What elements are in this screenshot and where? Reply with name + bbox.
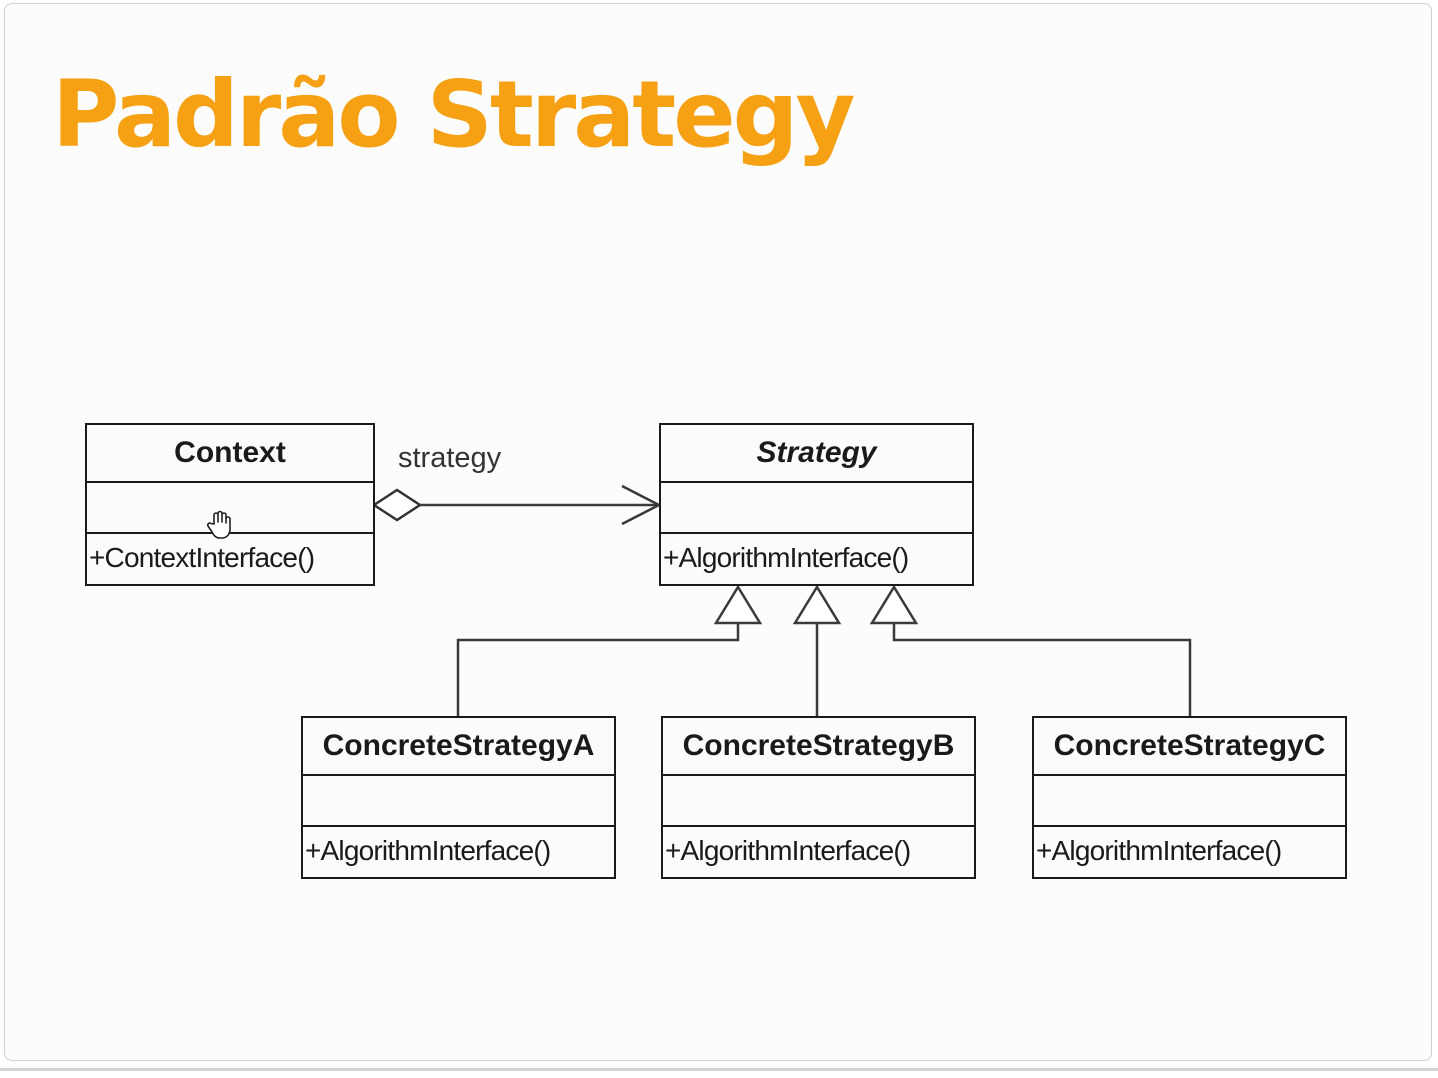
- class-name: ConcreteStrategyB: [663, 718, 974, 776]
- class-attributes: [663, 776, 974, 827]
- class-attributes: [303, 776, 614, 827]
- slide-title: Padrão Strategy: [52, 61, 855, 168]
- bottom-divider: [0, 1068, 1438, 1071]
- inheritance-line-c: [892, 623, 1192, 717]
- inheritance-triangle-a: [713, 584, 763, 625]
- class-attributes: [1034, 776, 1345, 827]
- class-name: Strategy: [661, 425, 972, 483]
- class-operation: +AlgorithmInterface(): [305, 835, 551, 866]
- class-strategy: Strategy +AlgorithmInterface(): [659, 423, 974, 586]
- class-name: ConcreteStrategyA: [303, 718, 614, 776]
- class-context: Context +ContextInterface(): [85, 423, 375, 586]
- inheritance-line-a: [456, 623, 740, 717]
- class-name: Context: [87, 425, 373, 483]
- class-operation: +AlgorithmInterface(): [663, 542, 909, 573]
- hand-pointer-icon: [206, 510, 231, 539]
- association-label: strategy: [398, 442, 502, 474]
- class-concrete-strategy-c: ConcreteStrategyC +AlgorithmInterface(): [1032, 716, 1347, 879]
- class-operation: +ContextInterface(): [89, 542, 315, 573]
- class-operation: +AlgorithmInterface(): [1036, 835, 1282, 866]
- inheritance-triangle-c: [869, 584, 919, 625]
- class-attributes: [661, 483, 972, 534]
- class-concrete-strategy-a: ConcreteStrategyA +AlgorithmInterface(): [301, 716, 616, 879]
- class-concrete-strategy-b: ConcreteStrategyB +AlgorithmInterface(): [661, 716, 976, 879]
- class-operation: +AlgorithmInterface(): [665, 835, 911, 866]
- class-name: ConcreteStrategyC: [1034, 718, 1345, 776]
- aggregation-diamond: [371, 488, 423, 522]
- inheritance-triangle-b: [792, 584, 842, 625]
